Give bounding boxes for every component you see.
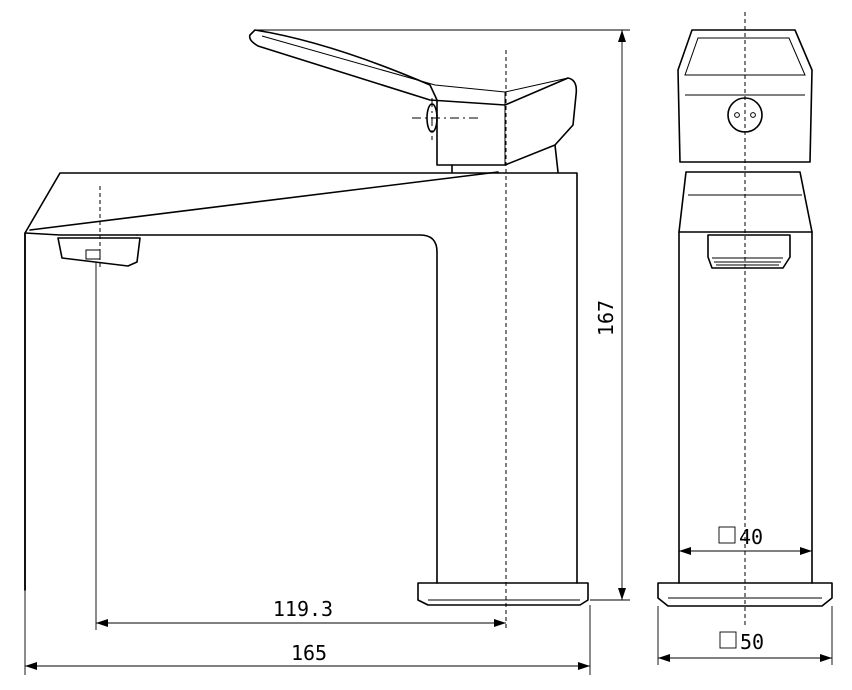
- square-section-symbol-40: [718, 526, 736, 544]
- dimension-base-section: 50: [657, 606, 833, 665]
- end-view-base-plate: [657, 582, 833, 607]
- spout-top-slant: [29, 171, 499, 231]
- dimension-height-label: 167: [594, 300, 618, 336]
- dimension-body-section: 40: [679, 525, 812, 555]
- dimension-height: 167: [255, 29, 630, 601]
- dimension-length-label: 165: [291, 641, 327, 665]
- lever-handle-edge: [261, 35, 569, 165]
- square-section-symbol-50: [719, 631, 737, 649]
- end-view-screw-hole-left: [734, 112, 740, 118]
- end-view-lever-facets: [684, 37, 806, 96]
- front-view: [24, 29, 589, 628]
- end-view-lever: [677, 29, 813, 163]
- dimension-spout-reach-label: 119.3: [273, 597, 333, 621]
- lever-handle: [248, 29, 578, 166]
- dimension-base-section-label: 50: [740, 630, 764, 654]
- end-view: [657, 12, 833, 628]
- aerator-mark: [85, 249, 101, 260]
- dimension-length: 165: [24, 590, 591, 675]
- cartridge-neck: [451, 144, 559, 173]
- aerator: [57, 237, 141, 267]
- end-view-aerator-mesh: [712, 257, 783, 266]
- base-plate: [417, 582, 589, 606]
- end-view-body: [678, 231, 813, 584]
- spout-inner-cutout: [136, 234, 438, 584]
- dimension-body-section-label: 40: [739, 525, 763, 549]
- dimension-spout-reach: 119.3: [95, 262, 506, 630]
- end-view-aerator: [707, 234, 791, 269]
- end-view-screw-hole-right: [750, 112, 756, 118]
